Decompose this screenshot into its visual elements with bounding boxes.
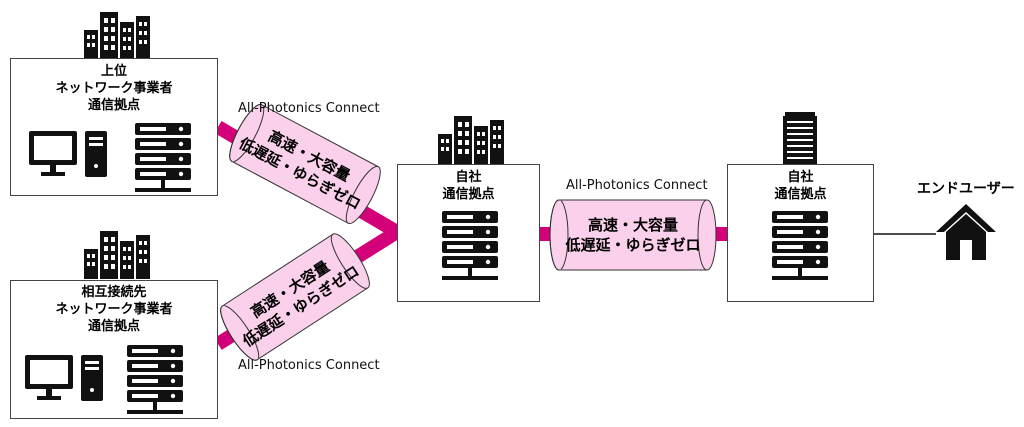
own-base-center-label-2: 通信拠点 <box>442 187 495 202</box>
server-icon <box>442 211 498 280</box>
own-base-right-box: 自社 通信拠点 <box>727 164 874 302</box>
pipe-interconnect: 高速・大容量 低遅延・ゆらぎゼロ <box>220 233 370 361</box>
pipe-center-right: 高速・大容量 低遅延・ゆらぎゼロ <box>549 199 717 271</box>
server-icon <box>127 345 183 414</box>
upper-provider-label-1: 上位 <box>100 64 127 79</box>
end-user-label: エンドユーザー <box>917 181 1015 197</box>
interconnect-provider-label-1: 相互接続先 <box>81 285 147 300</box>
own-base-right-label-2: 通信拠点 <box>774 187 827 202</box>
upper-provider-label-3: 通信拠点 <box>87 98 140 113</box>
pipe-center-right-line2: 低遅延・ゆらぎゼロ <box>564 236 700 254</box>
interconnect-provider-label-2: ネットワーク事業者 <box>55 302 173 317</box>
interconnect-provider-box: 相互接続先 ネットワーク事業者 通信拠点 <box>10 280 218 419</box>
city-buildings-icon <box>438 116 504 164</box>
interconnect-provider-label-3: 通信拠点 <box>87 319 140 334</box>
city-buildings-icon <box>84 231 150 279</box>
own-base-center-box: 自社 通信拠点 <box>397 164 540 302</box>
apc-tag-interconnect: All-Photonics Connect <box>238 358 380 373</box>
own-base-right-label-1: 自社 <box>787 170 814 185</box>
house-icon <box>936 204 996 260</box>
apc-tag-upper: All-Photonics Connect <box>238 101 380 116</box>
pipe-center-right-line1: 高速・大容量 <box>588 216 678 234</box>
pc-icon <box>25 355 103 401</box>
office-building-icon <box>783 112 817 166</box>
server-icon <box>772 211 828 280</box>
pc-icon <box>29 131 107 177</box>
own-base-center-label-1: 自社 <box>455 170 482 185</box>
apc-tag-center-right: All-Photonics Connect <box>566 178 708 193</box>
server-icon <box>135 123 191 192</box>
upper-provider-box: 上位 ネットワーク事業者 通信拠点 <box>10 58 218 196</box>
city-buildings-icon <box>84 12 150 60</box>
upper-provider-label-2: ネットワーク事業者 <box>55 81 173 96</box>
pipe-upper: 高速・大容量 低遅延・ゆらぎゼロ <box>229 103 381 225</box>
